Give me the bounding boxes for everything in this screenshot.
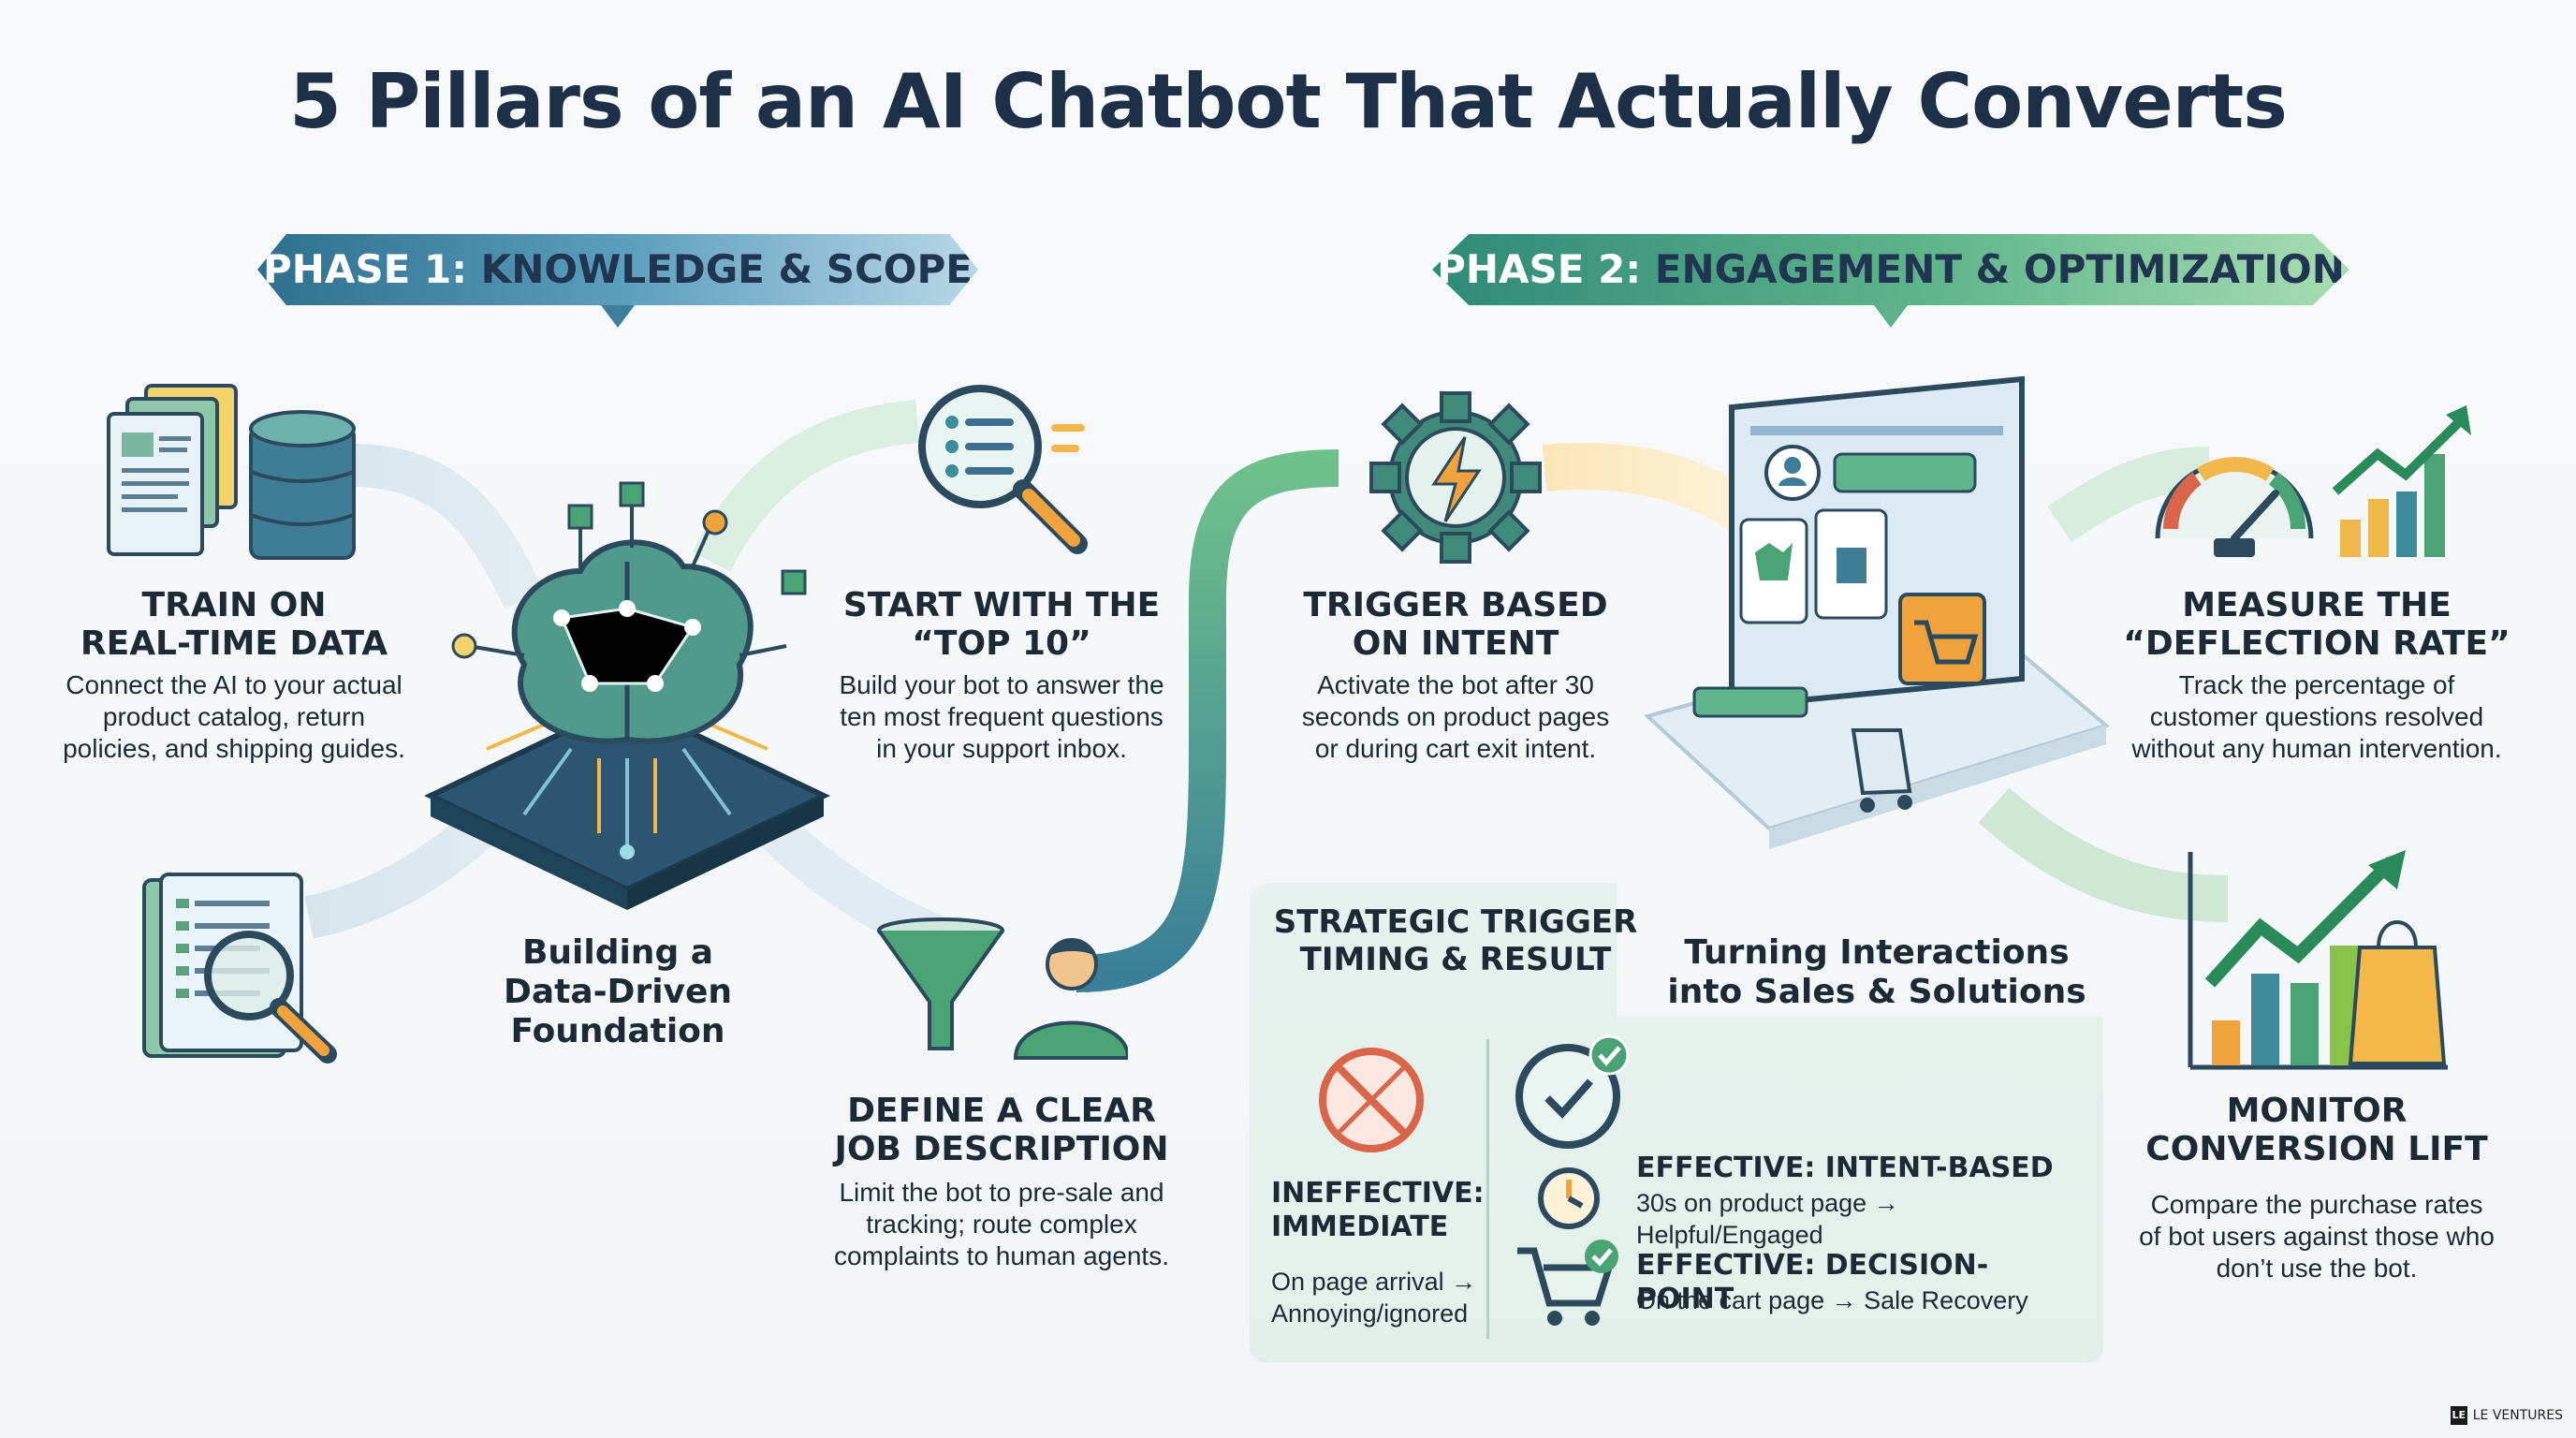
phase-1-name: KNOWLEDGE & SCOPE (467, 246, 973, 292)
magnifier-checklist-icon (918, 385, 1088, 554)
brand-name: LE VENTURES (2472, 1408, 2563, 1423)
pillar-job-description: Limit the bot to pre-sale and tracking; … (834, 1178, 1169, 1270)
intent-based-description: 30s on product page → Helpful/Engaged (1636, 1189, 1899, 1249)
foundation-label: Building a Data-Driven Foundation (503, 933, 733, 1050)
documents-database-icon (107, 384, 356, 560)
decision-point-heading: EFFECTIVE: DECISION-POINT (1636, 1249, 1989, 1315)
document-audit-icon (142, 873, 337, 1064)
flow-path-train (305, 443, 544, 609)
pillar-conversion-title: MONITOR CONVERSION LIFT (2145, 1092, 2488, 1168)
pillar-train-description: Connect the AI to your actual product ca… (63, 670, 405, 763)
phase-1-label: PHASE 1: (263, 246, 468, 292)
phase-2-pointer (1874, 305, 1908, 328)
flow-path-snake (1076, 449, 1339, 992)
phase-2-name: ENGAGEMENT & OPTIMIZATION (1641, 246, 2345, 292)
panel-divider (1486, 1039, 1489, 1339)
ecommerce-screen-icon (1644, 375, 2111, 849)
flow-path-conversion (1978, 787, 2229, 922)
ai-brain-platform-icon (424, 481, 830, 910)
pillar-conversion-description: Compare the purchase rates of bot users … (2139, 1190, 2495, 1283)
gear-lightning-icon (1369, 391, 1542, 564)
decision-point-description: On the cart page → Sale Recovery (1636, 1286, 2028, 1314)
pillar-top10-title: START WITH THE “TOP 10” (842, 586, 1161, 663)
phase-2-label: PHASE 2: (1437, 246, 1642, 292)
pillar-deflection-description: Track the percentage of customer questio… (2131, 670, 2502, 763)
flow-path-top10 (692, 400, 920, 572)
conversion-chart-icon (2188, 850, 2448, 1070)
flow-path-deflection (2047, 447, 2210, 543)
pillar-deflection-title: MEASURE THE “DEFLECTION RATE” (2123, 586, 2510, 663)
phase-1-pointer (601, 305, 635, 328)
ineffective-description: On page arrival → Annoying/ignored (1271, 1268, 1477, 1328)
gauge-chart-icon (2155, 405, 2471, 557)
pillar-top10-description: Build your bot to answer the ten most fr… (839, 670, 1164, 763)
brand-logo-mark: LE (2450, 1406, 2467, 1425)
phase-2-banner: PHASE 2: ENGAGEMENT & OPTIMIZATION (1432, 234, 2349, 305)
funnel-agent-icon (877, 917, 1128, 1060)
strategic-trigger-title: STRATEGIC TRIGGER TIMING & RESULT (1273, 903, 1638, 978)
intent-based-heading: EFFECTIVE: INTENT-BASED (1636, 1152, 2054, 1184)
pillar-trigger-title: TRIGGER BASED ON INTENT (1303, 586, 1608, 663)
cart-check-icon (1517, 1240, 1618, 1326)
timer-icon (1538, 1167, 1600, 1229)
ineffective-heading: INEFFECTIVE: IMMEDIATE (1271, 1177, 1485, 1243)
pillar-trigger-description: Activate the bot after 30 seconds on pro… (1301, 670, 1610, 763)
clock-check-icon (1515, 1034, 1630, 1149)
brand-watermark: LE LE VENTURES (2450, 1406, 2563, 1425)
page-title: 5 Pillars of an AI Chatbot That Actually… (289, 58, 2288, 145)
prohibited-clock-icon (1319, 1048, 1424, 1152)
pillar-job-title: DEFINE A CLEAR JOB DESCRIPTION (834, 1092, 1169, 1168)
phase-1-banner: PHASE 1: KNOWLEDGE & SCOPE (257, 234, 978, 305)
interactions-label: Turning Interactions into Sales & Soluti… (1667, 933, 2086, 1011)
pillar-train-title: TRAIN ON REAL-TIME DATA (80, 586, 388, 663)
